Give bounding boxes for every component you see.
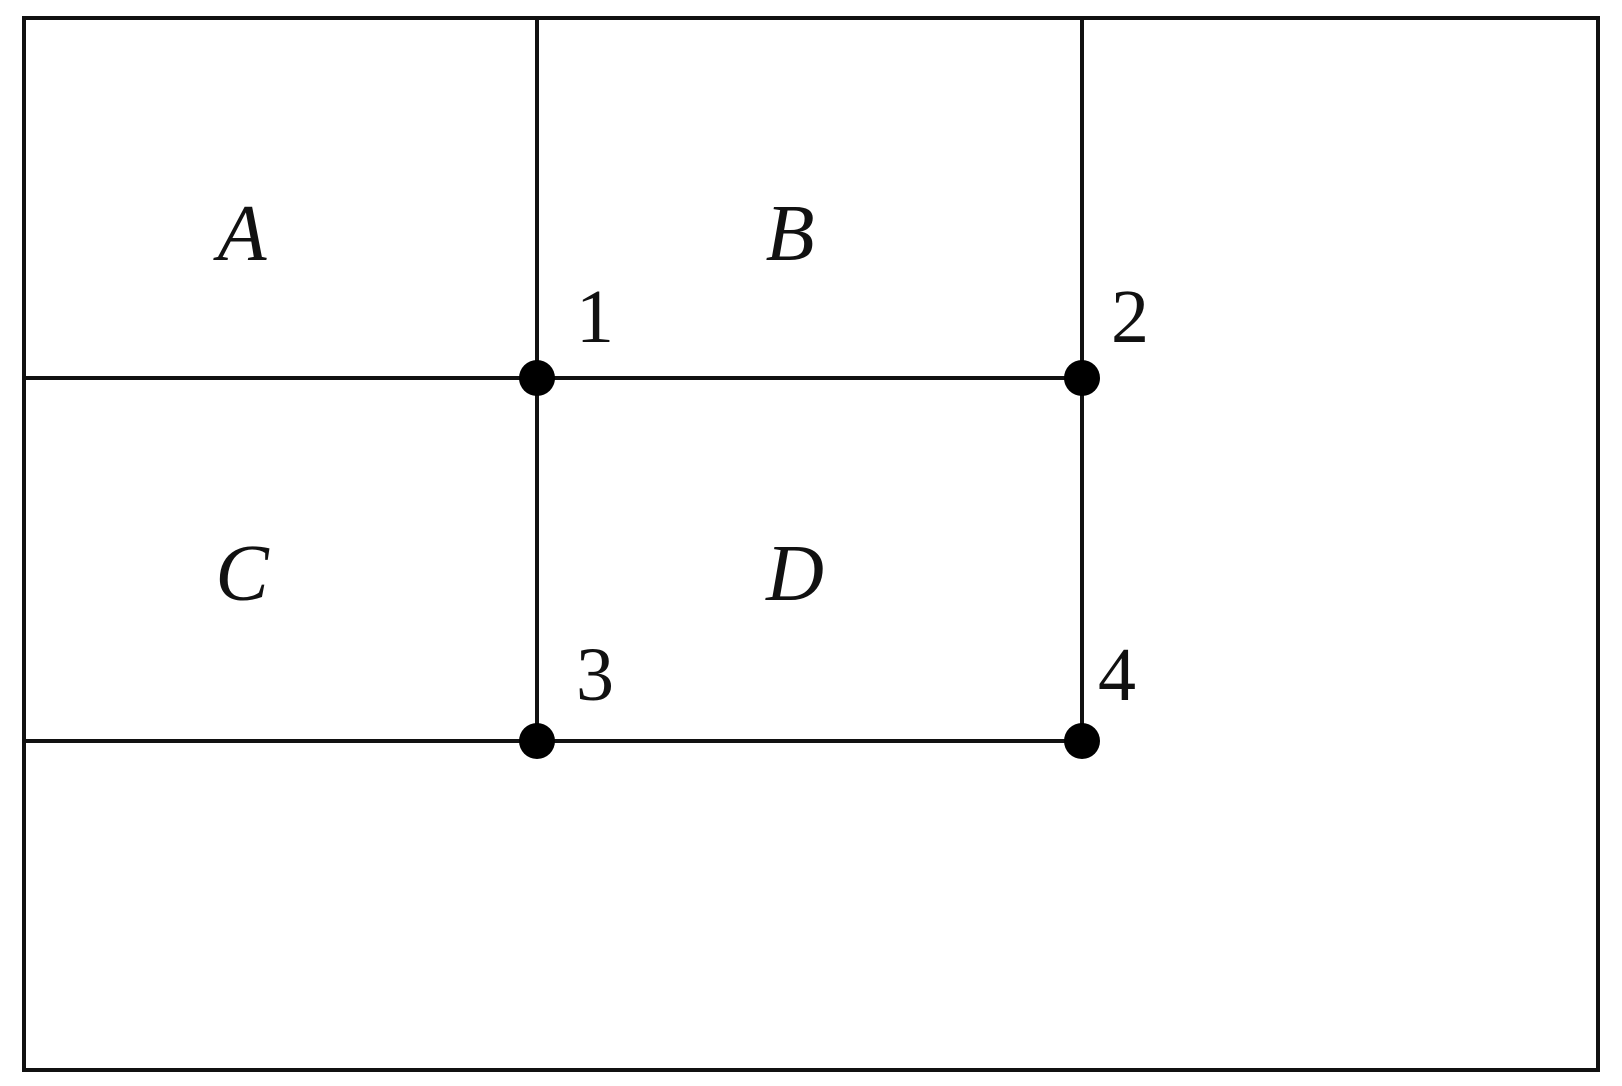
node-dot-2 [1064,360,1100,396]
node-label-4: 4 [1098,633,1136,717]
node-label-1: 1 [576,275,614,359]
region-label-b: B [766,190,815,278]
node-dot-3 [519,723,555,759]
node-label-2: 2 [1111,275,1149,359]
node-dot-1 [519,360,555,396]
outer-frame [22,16,1600,1072]
region-label-c: C [215,530,270,618]
region-label-a: A [213,190,268,278]
region-label-d: D [765,530,824,618]
node-dot-4 [1064,723,1100,759]
node-label-3: 3 [576,633,614,717]
